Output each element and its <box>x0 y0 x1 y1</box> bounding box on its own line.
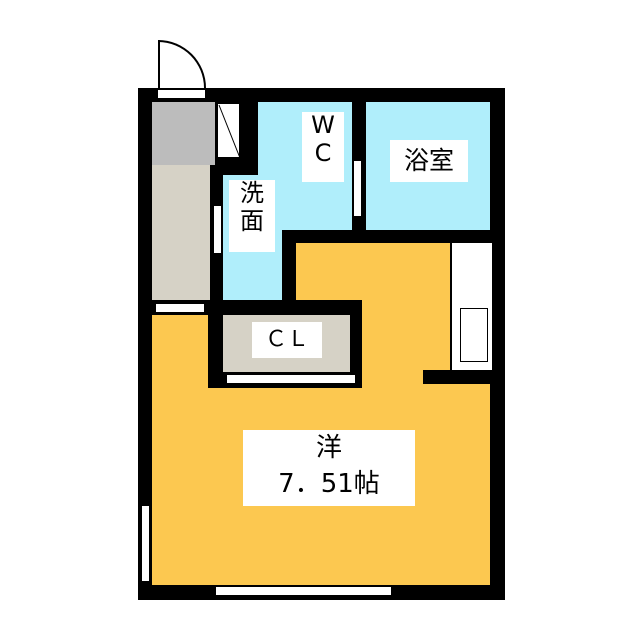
sink <box>460 308 488 362</box>
shoe-cabinet-diagonal <box>218 104 241 159</box>
kitchen <box>450 243 492 370</box>
wc-label-line2: C <box>314 138 332 167</box>
western-room-size: 7．51帖 <box>278 469 380 499</box>
western-room-label: 洋 7．51帖 <box>243 430 415 506</box>
closet-door[interactable] <box>226 374 356 384</box>
corridor <box>152 165 210 300</box>
entrance <box>152 102 215 165</box>
room-door-frame <box>155 303 205 313</box>
entry-door[interactable] <box>158 40 206 88</box>
wc-door[interactable] <box>353 160 362 217</box>
wash-label-line1: 洗 <box>240 179 264 207</box>
bottom-window[interactable] <box>215 586 392 596</box>
entrance-hall-floor <box>152 315 208 385</box>
western-room-name: 洋 <box>315 433 342 463</box>
wash-label-line2: 面 <box>240 206 264 235</box>
closet-label: ＣＬ <box>252 322 322 358</box>
entry-door-frame <box>157 89 206 99</box>
bath-label: 浴室 <box>390 140 468 182</box>
wc-label: W C <box>302 111 344 182</box>
shoe-cabinet <box>217 103 241 159</box>
wash-label: 洗 面 <box>229 179 275 252</box>
left-window[interactable] <box>141 505 150 582</box>
wc-label-line1: W <box>311 111 335 139</box>
kitchen-wall <box>423 370 490 384</box>
wash-door[interactable] <box>213 205 222 254</box>
